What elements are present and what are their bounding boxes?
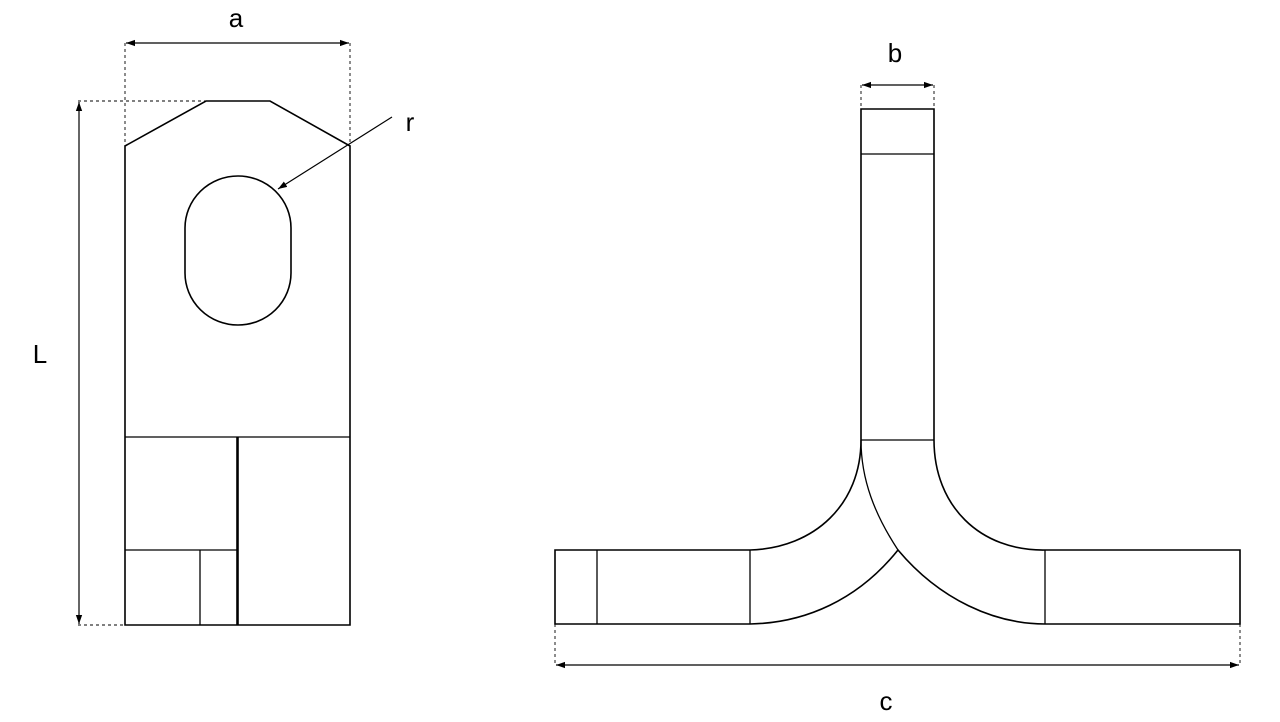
dimension-c-label: c	[880, 686, 893, 716]
dimension-a: a	[124, 3, 351, 146]
oval-hole	[184, 175, 292, 326]
dimension-r-leader	[277, 116, 393, 190]
right-view-outline	[554, 108, 1241, 625]
dimension-b: b	[860, 38, 935, 109]
dimension-r: r	[277, 107, 415, 190]
dimension-r-label: r	[406, 107, 415, 137]
left-view	[124, 100, 351, 626]
dimension-L-label: L	[33, 339, 47, 369]
dimension-a-label: a	[229, 3, 244, 33]
dimension-b-label: b	[888, 38, 902, 68]
inner-bend-curve	[860, 439, 899, 551]
dimension-L: L	[33, 100, 206, 626]
right-view	[554, 108, 1241, 625]
dimension-c: c	[554, 624, 1241, 716]
